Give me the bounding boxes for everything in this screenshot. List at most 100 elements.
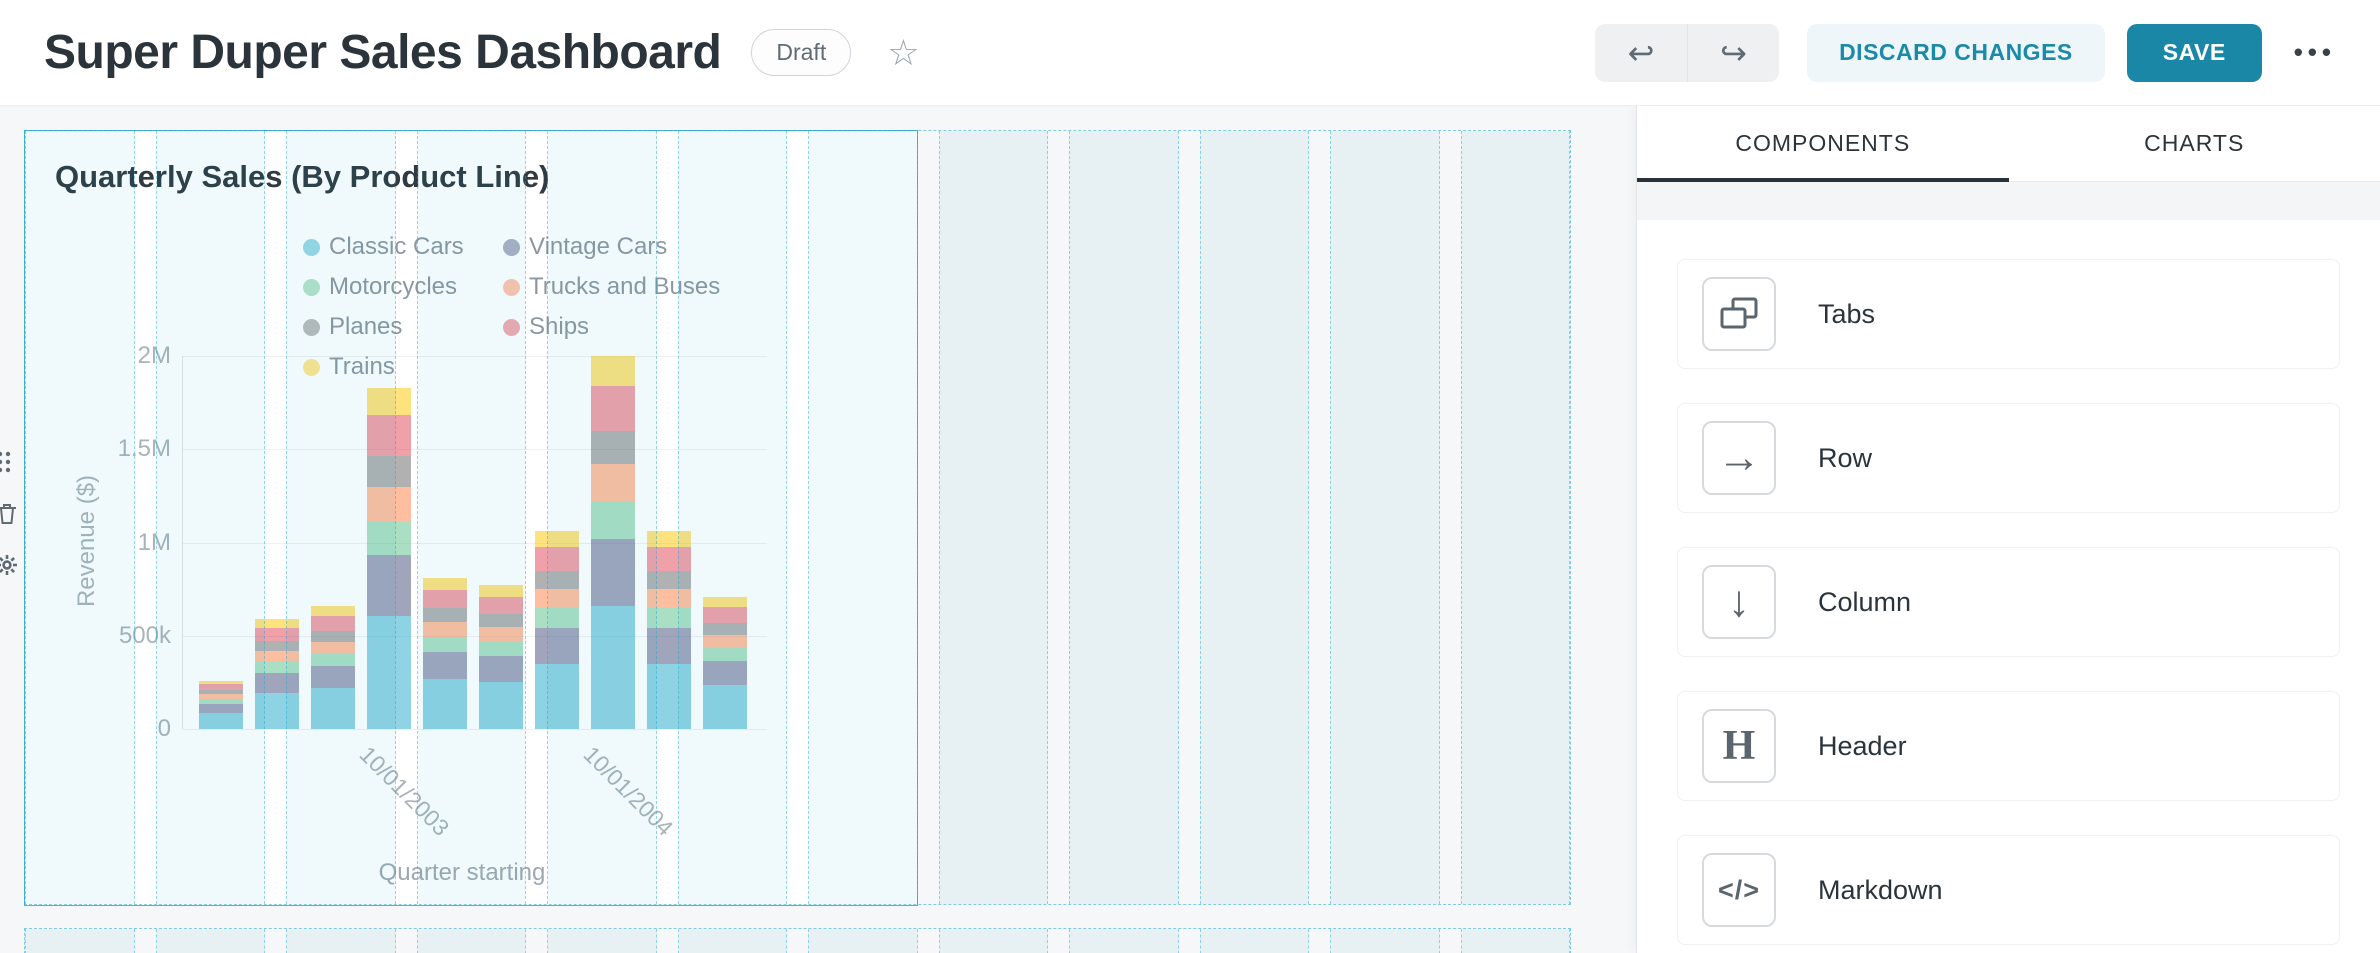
grid-column[interactable]	[938, 131, 1048, 904]
bar-segment	[703, 648, 747, 662]
bar-segment	[479, 626, 523, 642]
legend-label: Motorcycles	[329, 273, 458, 300]
bar	[647, 531, 691, 729]
tabs-icon	[1702, 277, 1776, 351]
grid-column[interactable]	[1069, 929, 1179, 953]
bar-segment	[367, 455, 411, 487]
bar-segment	[423, 651, 467, 680]
grid-column[interactable]	[1199, 131, 1309, 904]
bar-segment	[703, 596, 747, 608]
bar-segment	[311, 615, 355, 631]
x-axis-label: Quarter starting	[378, 859, 546, 886]
favorite-star-icon[interactable]: ☆	[887, 31, 920, 73]
bar-segment	[591, 385, 635, 431]
grid-column[interactable]	[1069, 131, 1179, 904]
grid-column[interactable]	[1460, 929, 1570, 953]
discard-changes-button[interactable]: DISCARD CHANGES	[1807, 23, 2105, 82]
delete-trash-icon[interactable]	[0, 502, 18, 526]
bar-segment	[647, 628, 691, 664]
bar-segment	[423, 636, 467, 652]
bar-segment	[255, 618, 299, 628]
bar-segment	[423, 577, 467, 591]
drag-handle-icon[interactable]	[0, 450, 18, 474]
grid-column[interactable]	[1460, 131, 1570, 904]
gridline	[183, 729, 767, 730]
y-axis-label: Revenue ($)	[73, 474, 100, 608]
settings-gear-icon[interactable]	[0, 554, 18, 576]
chart-title: Quarterly Sales (By Product Line)	[55, 159, 550, 194]
legend-label: Classic Cars	[329, 233, 464, 260]
legend-dot	[303, 318, 320, 336]
save-button[interactable]: SAVE	[2126, 23, 2262, 82]
grid-column[interactable]	[416, 929, 526, 953]
bar-segment	[703, 685, 747, 729]
dashboard-header: Super Duper Sales Dashboard Draft ☆ ↩ ↪ …	[0, 0, 2380, 106]
bar-segment	[367, 414, 411, 456]
grid-column[interactable]	[155, 929, 265, 953]
bar-segment	[199, 680, 243, 685]
bar	[199, 680, 243, 729]
component-card-tabs[interactable]: Tabs	[1677, 259, 2340, 369]
tab-components-label: COMPONENTS	[1735, 130, 1911, 156]
bar-segment	[647, 531, 691, 548]
component-label: Header	[1818, 730, 1907, 761]
bar-segment	[479, 655, 523, 682]
bar-segment	[367, 520, 411, 555]
bar-segment	[479, 585, 523, 597]
undo-button[interactable]: ↩	[1595, 24, 1687, 82]
bar-segment	[591, 430, 635, 465]
column-arrow-icon: ↓	[1702, 565, 1776, 639]
more-menu-icon[interactable]: •••	[2293, 37, 2336, 67]
bar	[591, 356, 635, 729]
grid-column[interactable]	[808, 929, 918, 953]
component-card-header[interactable]: H Header	[1677, 691, 2340, 801]
bar	[311, 605, 355, 729]
grid-column[interactable]	[25, 929, 135, 953]
legend-label: Trains	[329, 353, 395, 380]
redo-button[interactable]: ↪	[1687, 23, 1779, 82]
grid-column[interactable]	[1199, 929, 1309, 953]
legend-label: Ships	[529, 313, 590, 340]
bar-segment	[311, 653, 355, 667]
bar-segment	[423, 621, 467, 637]
bar-segment	[535, 547, 579, 571]
legend-dot	[303, 358, 320, 376]
tab-components[interactable]: COMPONENTS	[1637, 106, 2009, 182]
y-tick-label: 1M	[137, 528, 171, 556]
bar-segment	[423, 679, 467, 729]
bar-segment	[311, 630, 355, 642]
bar	[367, 387, 411, 729]
grid-column[interactable]	[1330, 929, 1440, 953]
undo-icon: ↩	[1627, 34, 1655, 71]
bar-segment	[703, 634, 747, 649]
bar-segment	[199, 690, 243, 695]
x-tick-label: 10/01/2004	[578, 741, 679, 841]
grid-column[interactable]	[547, 929, 657, 953]
tab-charts[interactable]: CHARTS	[2009, 106, 2380, 181]
component-card-markdown[interactable]: </> Markdown	[1677, 835, 2340, 945]
bar-segment	[311, 666, 355, 689]
grid-column[interactable]	[286, 929, 396, 953]
bar-segment	[591, 464, 635, 502]
bar-segment	[479, 614, 523, 627]
grid-column[interactable]	[1330, 131, 1440, 904]
legend-label: Planes	[329, 313, 403, 340]
bar-segment	[255, 661, 299, 673]
grid-column[interactable]	[938, 929, 1048, 953]
bar-segment	[479, 641, 523, 656]
bar-segment	[255, 627, 299, 641]
bar-segment	[647, 588, 691, 609]
undo-redo-group: ↩ ↪	[1595, 23, 1780, 82]
dashboard-canvas[interactable]: Quarterly Sales (By Product Line) Classi…	[0, 106, 1636, 953]
legend-dot	[303, 238, 320, 256]
component-card-column[interactable]: ↓ Column	[1677, 547, 2340, 657]
bar-segment	[647, 663, 691, 729]
row-arrow-icon: →	[1702, 421, 1776, 495]
legend-label: Trucks and Buses	[529, 273, 721, 300]
bar-segment	[255, 650, 299, 662]
component-card-row[interactable]: → Row	[1677, 403, 2340, 513]
grid-column[interactable]	[677, 929, 787, 953]
bar-segment	[311, 641, 355, 654]
gridline	[183, 542, 767, 544]
chart-card[interactable]: Quarterly Sales (By Product Line) Classi…	[24, 130, 918, 906]
